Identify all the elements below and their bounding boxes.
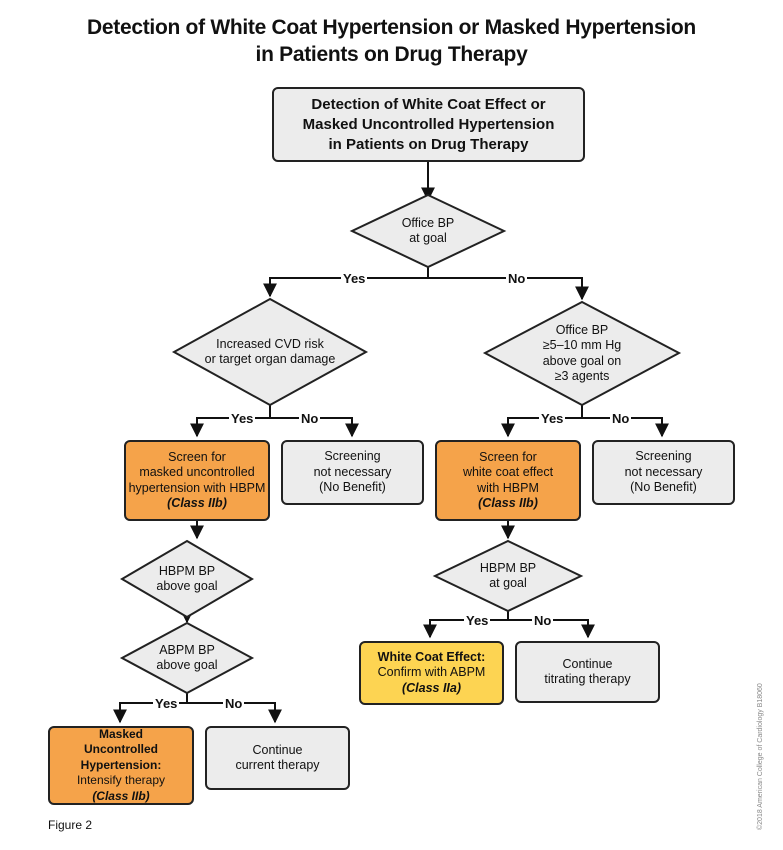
hbpm-goal-line-1: HBPM BP	[479, 560, 537, 575]
muh-line-1: Masked	[98, 726, 144, 741]
label-yes-abpm: Yes	[153, 696, 180, 711]
wce-line-1: White Coat Effect:	[377, 649, 486, 664]
office-bp-510-line-4: ≥3 agents	[554, 369, 610, 383]
wce-line-2: Confirm with ABPM	[377, 665, 486, 680]
start-box: Detection of White Coat Effect or Masked…	[272, 87, 585, 162]
hbpm-above-line-1: HBPM BP	[158, 563, 216, 578]
abpm-above-text: ABPM BP above goal	[122, 623, 252, 693]
hbpm-above-line-2: above goal	[156, 579, 218, 593]
no-screen-left-line-1: Screening	[324, 449, 381, 464]
page-title-line-1: Detection of White Coat Hypertension or …	[87, 16, 696, 39]
no-screen-left-line-2: not necessary	[313, 464, 392, 479]
muh-line-3: Intensify therapy	[76, 773, 166, 788]
figure-label: Figure 2	[48, 818, 93, 832]
office-bp-510-line-3: above goal on	[542, 353, 622, 368]
office-bp-line-2: at goal	[409, 231, 447, 245]
hbpm-goal-text: HBPM BP at goal	[435, 541, 581, 611]
masked-uncontrolled-box: Masked Uncontrolled Hypertension: Intens…	[48, 726, 194, 805]
screen-masked-line-3: hypertension with HBPM	[128, 480, 266, 495]
continue-titrating-box: Continue titrating therapy	[515, 641, 660, 703]
screen-masked-class: (Class IIb)	[167, 496, 227, 510]
abpm-above-line-2: above goal	[156, 658, 218, 672]
wce-class: (Class IIa)	[401, 680, 462, 695]
label-yes-office510: Yes	[539, 411, 566, 426]
label-yes-hbpm-goal: Yes	[464, 613, 491, 628]
label-yes-office: Yes	[341, 271, 368, 286]
no-screen-right-line-2: not necessary	[624, 464, 703, 479]
muh-class: (Class IIb)	[92, 788, 150, 803]
label-no-hbpm-goal: No	[532, 613, 554, 628]
no-screen-right-line-3: (No Benefit)	[630, 480, 697, 495]
abpm-above-line-1: ABPM BP	[159, 642, 215, 657]
screen-white-line-3: with HBPM	[477, 480, 539, 495]
diamond-cvd-risk	[171, 297, 369, 407]
office-bp-510-line-2: ≥5–10 mm Hg	[542, 338, 622, 352]
start-line-1: Detection of White Coat Effect or	[311, 95, 546, 113]
cvd-risk-line-2: or target organ damage	[204, 352, 336, 366]
label-no-office: No	[506, 271, 528, 286]
office-bp-line-1: Office BP	[401, 215, 455, 230]
office-bp-510-text: Office BP ≥5–10 mm Hg above goal on ≥3 a…	[485, 302, 679, 405]
screen-white-line-1: Screen for	[479, 449, 537, 464]
label-no-office510: No	[610, 411, 632, 426]
no-screen-right-line-1: Screening	[635, 449, 692, 464]
start-line-2: Masked Uncontrolled Hypertension	[302, 115, 555, 133]
screen-white-class: (Class IIb)	[478, 496, 538, 510]
continue-current-box: Continue current therapy	[205, 726, 350, 790]
hbpm-goal-line-2: at goal	[489, 576, 527, 590]
diamond-office-bp	[349, 193, 507, 269]
diamond-office-bp-5-10	[482, 300, 682, 407]
no-screen-left-line-3: (No Benefit)	[319, 480, 386, 495]
office-bp-510-line-1: Office BP	[555, 322, 609, 337]
office-bp-text: Office BP at goal	[352, 195, 504, 267]
screen-white-line-2: white coat effect	[462, 465, 554, 479]
cvd-risk-line-1: Increased CVD risk	[216, 336, 324, 351]
label-no-cvd: No	[299, 411, 321, 426]
label-no-abpm: No	[223, 696, 245, 711]
cont-current-line-1: Continue	[252, 742, 303, 757]
start-line-3: in Patients on Drug Therapy	[328, 135, 529, 153]
hbpm-above-text: HBPM BP above goal	[122, 541, 252, 617]
cvd-risk-text: Increased CVD risk or target organ damag…	[174, 299, 366, 405]
screen-masked-line-2: masked uncontrolled	[139, 465, 255, 479]
copyright-credit: ©2018 American College of Cardiology B18…	[757, 683, 764, 830]
diamond-abpm-above-goal	[119, 621, 255, 695]
page-title-line-2: in Patients on Drug Therapy	[255, 43, 528, 66]
screen-masked-box: Screen for masked uncontrolled hypertens…	[124, 440, 270, 521]
label-yes-cvd: Yes	[229, 411, 256, 426]
screen-white-box: Screen for white coat effect with HBPM (…	[435, 440, 581, 521]
diamond-hbpm-above-goal	[120, 539, 254, 619]
muh-line-2: Uncontrolled Hypertension:	[80, 742, 162, 772]
screen-masked-line-1: Screen for	[168, 449, 226, 464]
cont-titrate-line-2: titrating therapy	[544, 672, 631, 686]
no-screen-right-box: Screening not necessary (No Benefit)	[592, 440, 735, 505]
no-screen-left-box: Screening not necessary (No Benefit)	[281, 440, 424, 505]
white-coat-effect-box: White Coat Effect: Confirm with ABPM (Cl…	[359, 641, 504, 705]
cont-current-line-2: current therapy	[235, 758, 320, 772]
diamond-hbpm-at-goal	[432, 539, 584, 613]
cont-titrate-line-1: Continue	[562, 656, 613, 671]
